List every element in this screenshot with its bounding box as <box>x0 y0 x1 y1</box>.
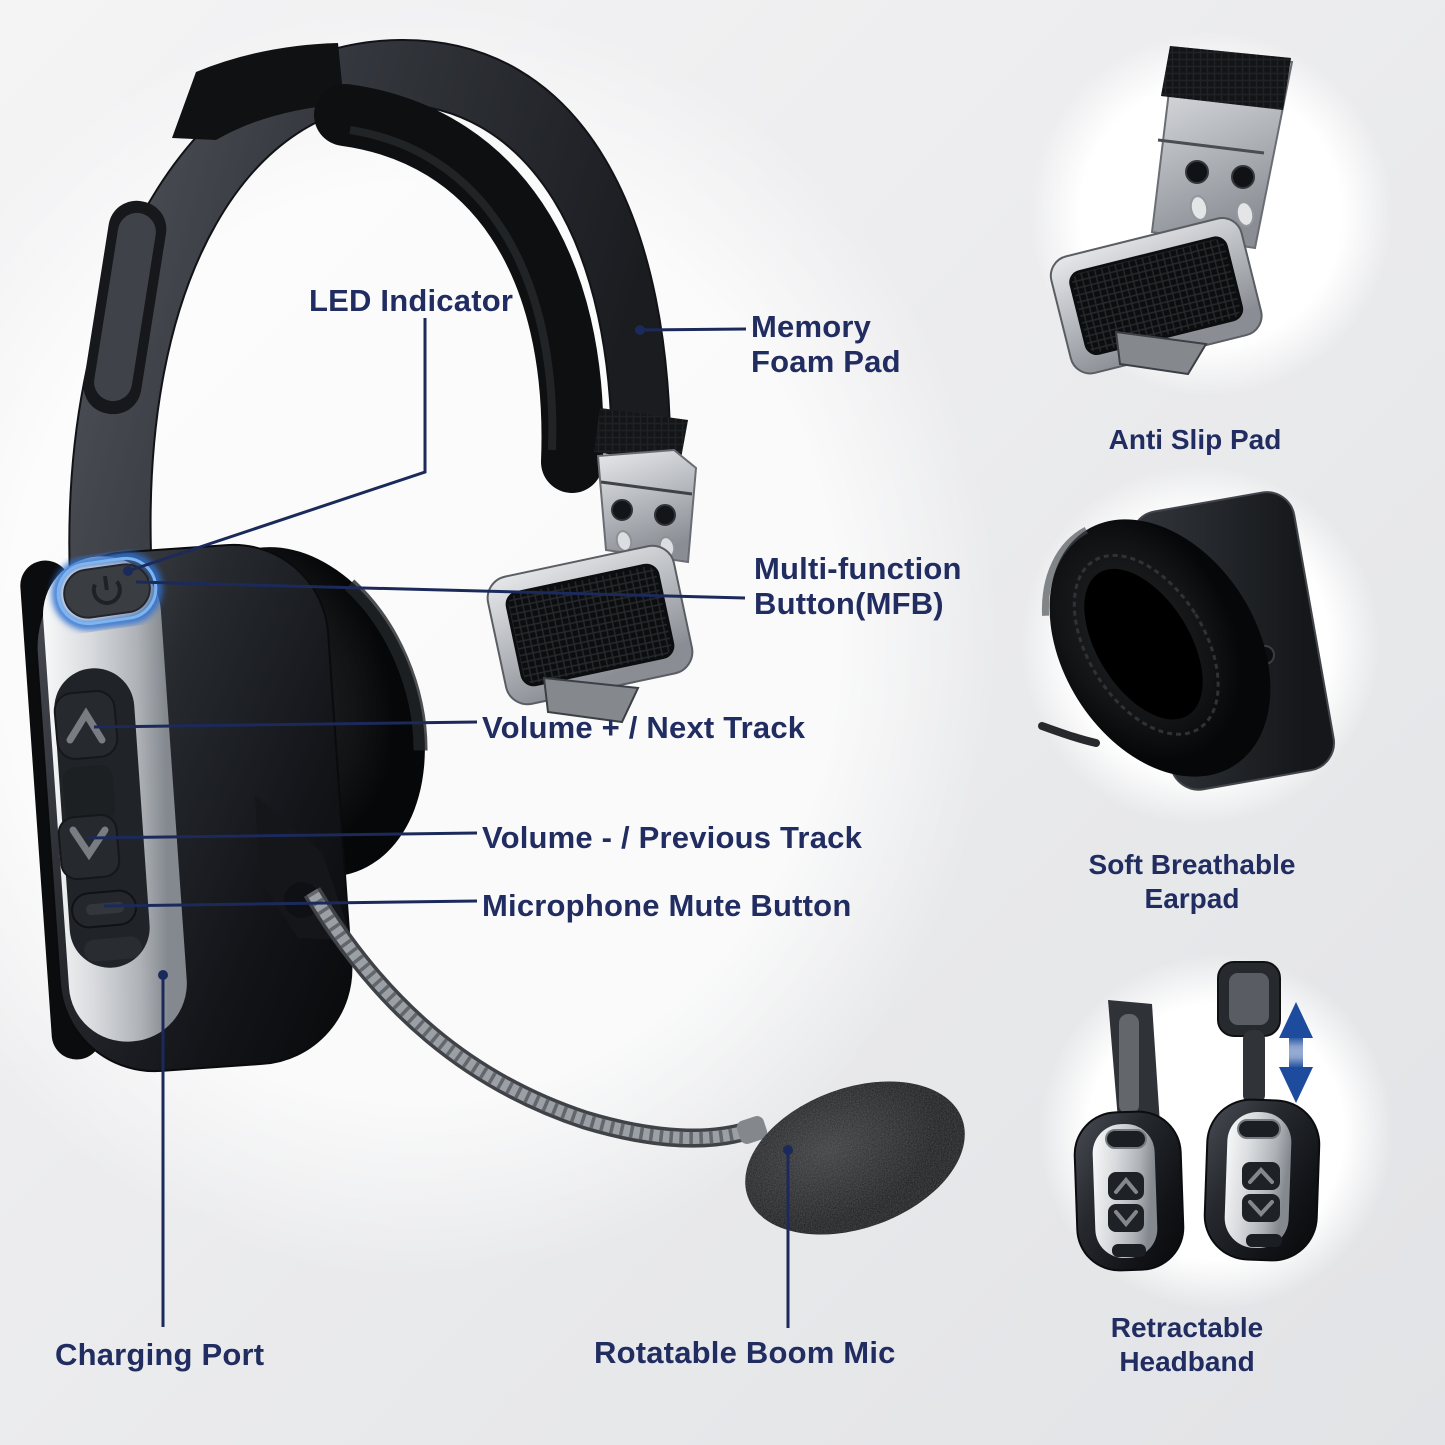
headset <box>20 38 965 1235</box>
anti-slip-pad-photo <box>1049 46 1294 376</box>
callout-volume-up: Volume + / Next Track <box>482 710 806 745</box>
volume-down-leader <box>86 831 478 840</box>
leader-lines <box>86 318 793 1328</box>
volume-up-button <box>53 690 119 760</box>
callout-memory-foam-pad: Memory Foam Pad <box>751 309 901 379</box>
headband-arm-inset <box>83 200 167 415</box>
callout-led-indicator: LED Indicator <box>309 283 514 318</box>
callout-mic-mute: Microphone Mute Button <box>482 888 852 923</box>
callout-multi-function-button: Multi-function Button(MFB) <box>754 551 962 621</box>
headband-top-cap <box>172 43 344 140</box>
volume-down-button <box>57 813 121 881</box>
power-button <box>52 552 162 630</box>
headband-adjuster <box>596 448 698 564</box>
memory-foam-leader <box>635 325 747 335</box>
retractable-headband-photo <box>1073 961 1321 1272</box>
caption-anti-slip-pad: Anti Slip Pad <box>1108 424 1282 455</box>
memory-foam-pad <box>314 84 604 493</box>
volume-up-leader <box>93 720 478 729</box>
anti-slip-pad-end <box>486 544 694 724</box>
callout-rotatable-boom-mic: Rotatable Boom Mic <box>594 1335 896 1370</box>
charging-port-leader <box>158 970 168 1327</box>
caption-soft-breathable-earpad: Soft Breathable Earpad <box>1088 849 1296 914</box>
chevron-up-icon <box>66 707 106 744</box>
mute-button <box>71 889 137 929</box>
multi-function-leader <box>135 580 746 600</box>
callout-volume-down: Volume - / Previous Track <box>482 820 863 855</box>
power-icon <box>91 575 122 605</box>
earcup <box>20 543 353 1073</box>
callout-charging-port: Charging Port <box>55 1337 265 1372</box>
earpad-photo <box>1038 491 1335 791</box>
up-down-arrow-icon <box>1279 1002 1313 1103</box>
caption-retractable-headband: Retractable Headband <box>1110 1312 1264 1377</box>
mic-foam <box>745 1081 965 1235</box>
boom-mic-leader <box>783 1145 793 1328</box>
mic-mute-leader <box>103 899 478 908</box>
led-indicator-leader <box>123 318 427 576</box>
